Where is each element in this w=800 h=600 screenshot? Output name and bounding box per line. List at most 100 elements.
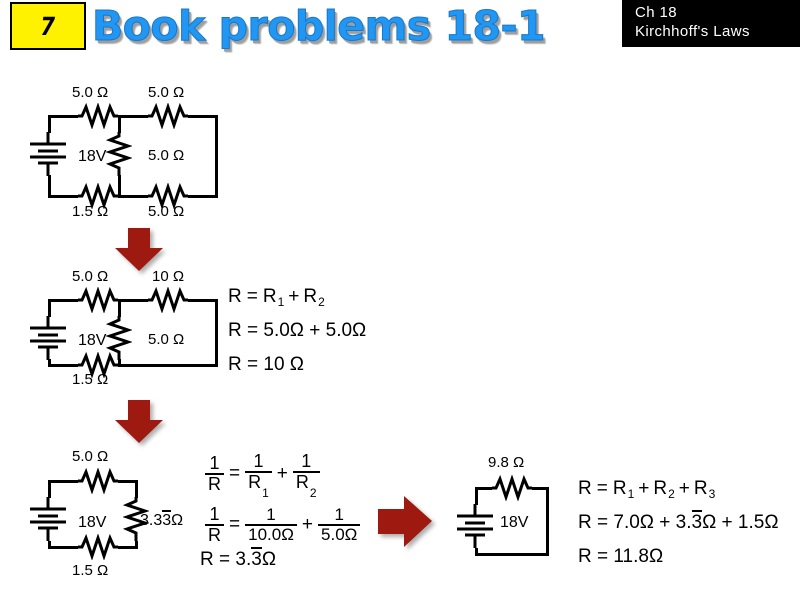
wire [48,546,78,549]
chapter-subject: Kirchhoff's Laws [635,23,750,40]
final-eq2-suffix: Ω + 1.5Ω [702,512,779,533]
circuit2-r-top-right-label: 10 Ω [152,268,185,285]
wire [532,487,549,490]
parallel-eq1-equals: = [229,462,241,484]
wire [48,195,78,198]
resistor-bottom [78,534,118,560]
resistor-top-right [148,287,188,313]
parallel-equations: 1 R = 1 R1 + 1 R2 1 R = [200,452,365,571]
resistor-top-left [78,103,118,129]
parallel-eq1-t1-fraction: 1 R1 [245,451,272,500]
resistor-bottom-left [78,352,118,378]
wire [48,480,78,483]
final-eq1-plus2: + [678,478,690,499]
fraction-bar [205,472,224,475]
circuit2-r-middle-label: 5.0 Ω [148,331,185,348]
parallel-eq-line-3: R = 3.3 Ω [200,546,365,571]
circuit3-r-right-unit: Ω [171,512,184,529]
circuit2-battery-label: 18V [78,332,107,349]
fraction-bar [245,470,272,473]
final-eq1-r1: R [612,478,627,499]
circuit3-r-right-repeat: 3 [162,510,172,529]
parallel-eq1-t1-num: 1 [253,451,264,471]
parallel-eq3-repeat: 3 [251,546,262,570]
wire [475,487,492,490]
chapter-label: Ch 18 [635,4,678,21]
arrow-down-icon-2 [113,400,165,444]
final-eq1-plus1: + [638,478,650,499]
page-title: Book problems 18-1 [92,2,547,51]
wire [118,546,138,549]
battery-symbol [451,504,499,548]
circuit3-battery-label: 18V [78,514,107,531]
final-eq1-sub2: 2 [668,487,675,501]
parallel-eq3-unit: Ω [261,548,277,570]
parallel-eq1-t2-num: 1 [301,451,312,471]
wire [48,541,51,549]
circuit3-r-right-value: 3.3 [140,512,163,529]
wire [118,359,121,367]
series-eq1-r2: R [303,286,318,307]
wire [48,175,51,198]
parallel-eq1-t2-den: R2 [295,471,317,501]
wire [135,541,138,549]
wire [118,195,148,198]
fraction-bar [318,523,361,526]
parallel-eq2-lhs-fraction: 1 R [205,505,224,545]
wire [48,480,51,498]
wire [48,364,78,367]
circuit1-r-bottom-left-label: 1.5 Ω [72,203,109,220]
parallel-eq2-t2-den: 5.0Ω [321,524,358,544]
circuit-3: 5.0 Ω 1.5 Ω 18V 3.33Ω [0,440,210,590]
resistor-top-right [148,103,188,129]
parallel-eq2-lhs-den: R [208,524,221,545]
resistor-top [78,468,118,494]
wire [48,115,78,118]
resistor-middle-vertical [106,316,132,360]
parallel-eq1-t1-sub: 1 [262,486,269,501]
arrow-right-icon-1 [378,493,434,551]
fraction-bar [205,523,224,526]
resistor-bottom-left [78,183,118,209]
wire [118,115,148,118]
chapter-box: Ch 18 Kirchhoff's Laws [622,0,800,47]
final-eq1-lhs: R [578,478,592,499]
circuit3-r-right-label: 3.33Ω [140,510,184,530]
parallel-eq2-t1-num: 1 [266,505,276,525]
series-equations: R = R 1 + R 2 R = 5.0Ω + 5.0Ω R = 10 Ω [228,286,366,376]
series-eq1-sub1: 1 [277,295,285,309]
slide-number-badge: 7 [10,2,86,50]
parallel-eq3-prefix: R = 3. [200,548,252,570]
series-eq1-equals: = [246,286,258,307]
slide-number-text: 7 [38,11,58,41]
final-eq-line-1: R = R 1 + R 2 + R 3 [578,478,779,501]
parallel-eq1-lhs-den: R [208,473,221,494]
parallel-eq1-plus: + [276,462,288,484]
wire [475,553,549,556]
series-eq-line-3: R = 10 Ω [228,354,304,375]
final-eq2-repeat: 3 [691,510,703,533]
fraction-bar [292,470,320,473]
parallel-eq1-lhs-fraction: 1 R [205,453,224,494]
parallel-eq2-lhs-num: 1 [209,504,220,525]
parallel-eq-line-2: 1 R = 1 10.0Ω + 1 5.0Ω [200,505,365,545]
circuit2-r-bottom-left-label: 1.5 Ω [72,371,109,388]
parallel-eq2-plus: + [301,513,314,535]
wire [215,299,218,367]
parallel-eq-line-1: 1 R = 1 R1 + 1 R2 [200,451,365,501]
circuit2-r-top-left-label: 5.0 Ω [72,268,109,285]
wire [188,115,218,118]
wire [475,548,478,556]
parallel-eq2-t1-fraction: 1 10.0Ω [245,506,297,544]
circuit1-r-bottom-right-label: 5.0 Ω [148,203,185,220]
series-eq1-lhs: R [228,286,242,307]
fraction-bar [245,523,297,526]
wire [48,359,51,367]
wire [48,299,78,302]
resistor-top-left [78,287,118,313]
series-eq1-r1: R [262,286,277,307]
wire [118,175,121,198]
